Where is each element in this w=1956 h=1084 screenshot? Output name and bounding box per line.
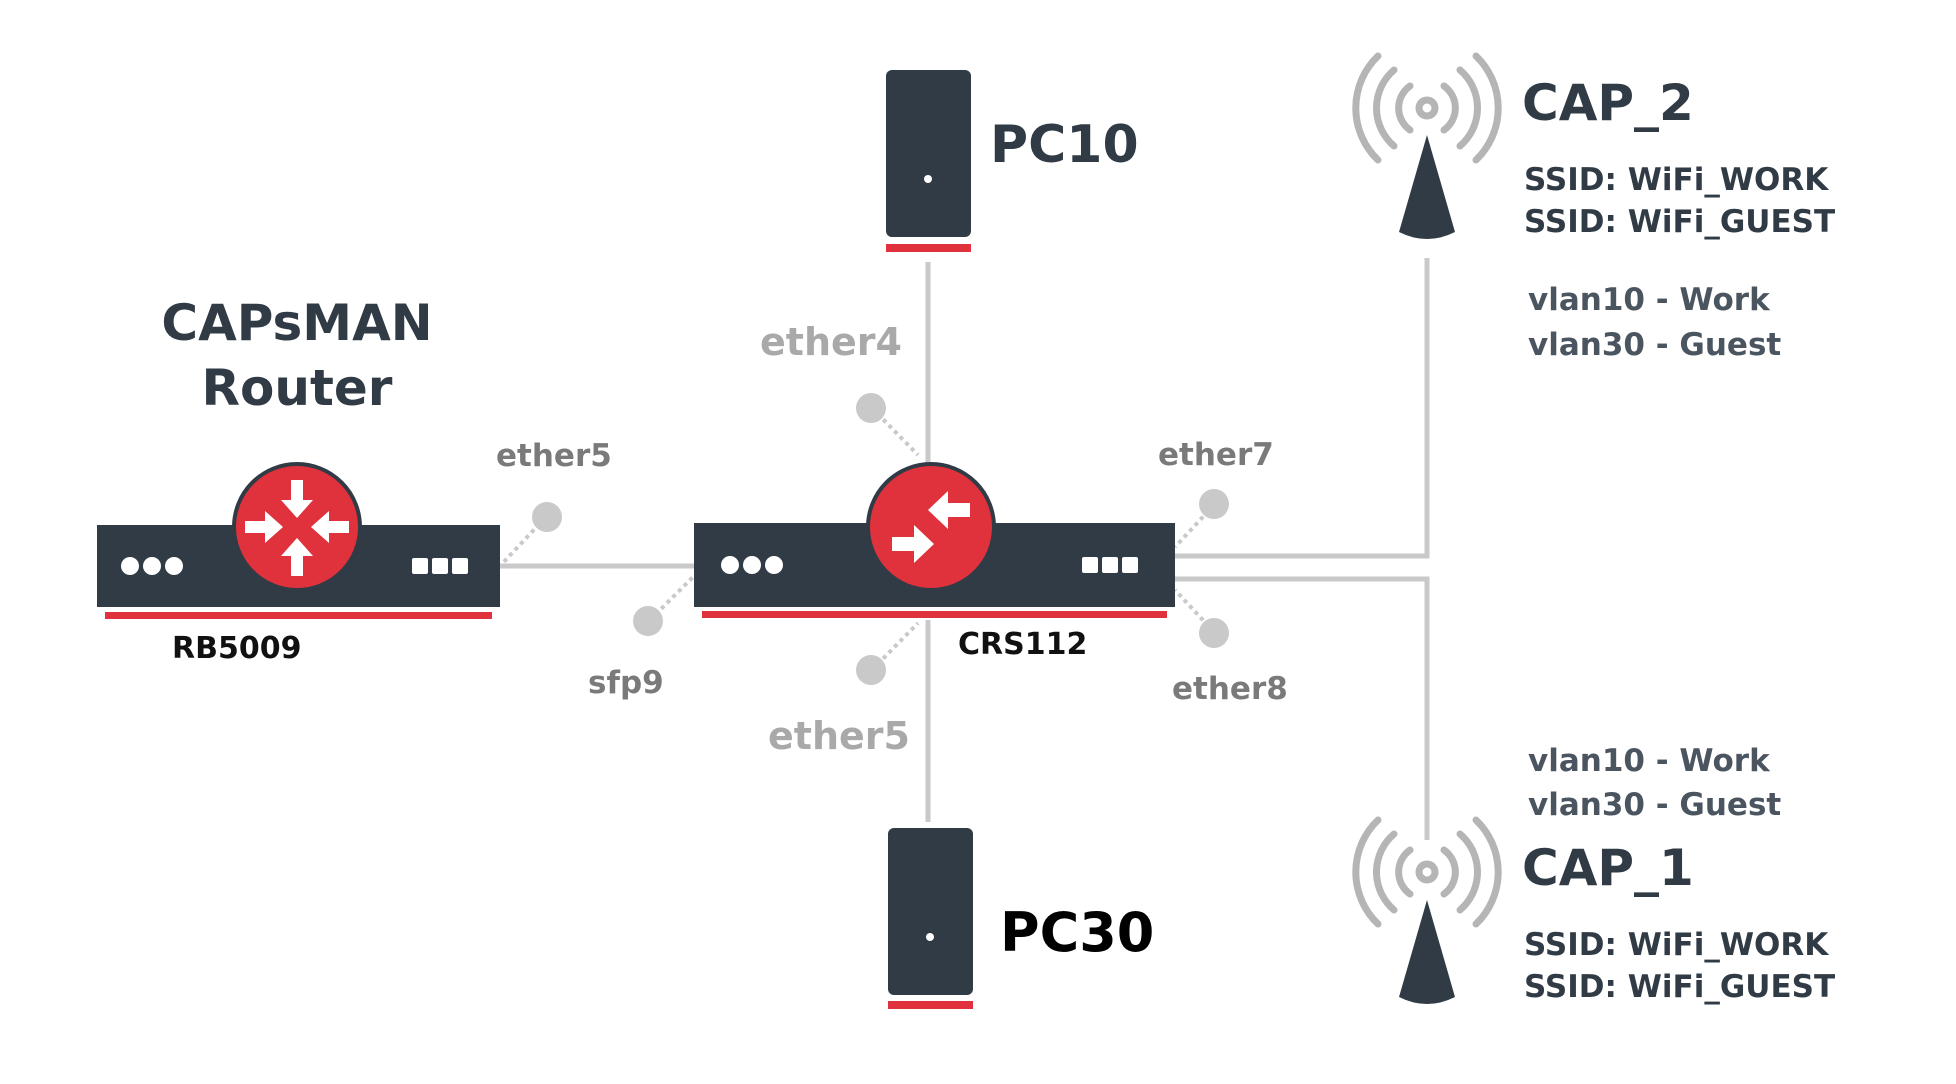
cap2-signal-icon (1352, 52, 1502, 164)
cap2-label: CAP_2 (1522, 74, 1694, 132)
cap1-vlan-guest: vlan30 - Guest (1528, 787, 1781, 823)
switch-port-label-ether5: ether5 (768, 714, 910, 758)
port-dot-switch-ether7 (1199, 489, 1229, 519)
cap1-vlan-work: vlan10 - Work (1528, 743, 1771, 779)
router-port-label-ether5: ether5 (496, 438, 612, 474)
pc10-power-led (924, 175, 932, 183)
router-model-label: RB5009 (172, 631, 301, 666)
router-title-line1: CAPsMAN (161, 294, 432, 352)
cap2-ssid-work: SSID: WiFi_WORK (1524, 162, 1829, 198)
pc30-red-stripe (888, 1001, 973, 1009)
router-arrows-icon (245, 480, 349, 576)
cap1-device (1352, 816, 1502, 1004)
port-dot-switch-ether8 (1199, 618, 1229, 648)
pc10-tower (886, 70, 971, 237)
pc30-power-led (926, 933, 934, 941)
switch-port-label-sfp9: sfp9 (588, 665, 664, 701)
cap1-signal-icon (1352, 816, 1502, 928)
switch-port-label-ether7: ether7 (1158, 437, 1274, 473)
switch-icon-circle (866, 462, 996, 592)
cable-switch-to-cap1 (1175, 576, 1430, 840)
router-red-stripe (105, 612, 492, 619)
pc30-tower (888, 828, 973, 995)
port-dot-router-ether5 (532, 502, 562, 532)
router-port-leds (412, 558, 468, 574)
router-icon-circle (232, 462, 362, 592)
port-dot-switch-ether5 (856, 655, 886, 685)
switch-port-label-ether8: ether8 (1172, 671, 1288, 707)
cap1-ssid-work: SSID: WiFi_WORK (1524, 927, 1829, 963)
router-device (97, 462, 500, 619)
router-title-line2: Router (202, 359, 393, 417)
pc10-red-stripe (886, 244, 971, 252)
cap2-vlan-work: vlan10 - Work (1528, 282, 1771, 318)
cable-switch-to-cap2 (1175, 258, 1430, 559)
cap2-antenna (1399, 135, 1455, 239)
switch-status-leds (721, 556, 783, 574)
pc30-label: PC30 (1000, 901, 1154, 964)
port-dots (532, 393, 1229, 685)
pc10-label: PC10 (990, 115, 1139, 175)
cables (500, 258, 1430, 840)
cap2-ssid-guest: SSID: WiFi_GUEST (1524, 204, 1835, 240)
switch-red-stripe (702, 611, 1167, 618)
port-dot-switch-ether4 (856, 393, 886, 423)
cap2-vlan-guest: vlan30 - Guest (1528, 327, 1781, 363)
cap1-label: CAP_1 (1522, 839, 1694, 897)
switch-arrows-icon (892, 491, 970, 563)
pc30-device (888, 828, 973, 1009)
switch-port-label-ether4: ether4 (760, 320, 902, 364)
cap1-ssid-guest: SSID: WiFi_GUEST (1524, 969, 1835, 1005)
switch-port-leds (1082, 557, 1138, 573)
cap2-device (1352, 52, 1502, 239)
port-dot-switch-sfp9 (633, 606, 663, 636)
switch-model-label: CRS112 (958, 627, 1087, 662)
router-status-leds (121, 557, 183, 575)
switch-device (694, 462, 1175, 618)
cap1-antenna (1399, 900, 1455, 1004)
pc10-device (886, 70, 971, 252)
